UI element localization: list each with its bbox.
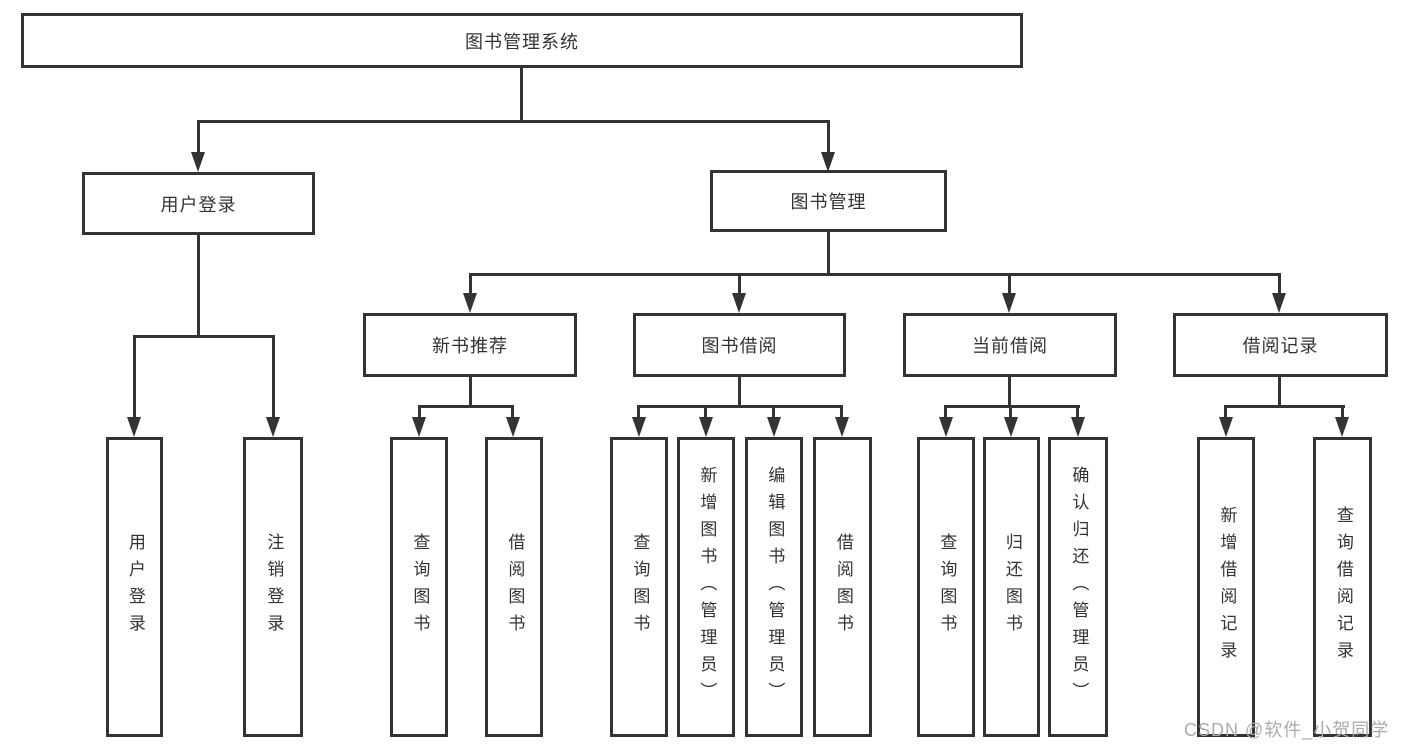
connector-line: [418, 405, 514, 408]
leaf-query-borrow-record: 查询借阅记录: [1313, 437, 1372, 737]
leaf-label: 编辑图书（管理员）: [765, 465, 785, 709]
connector-line: [704, 405, 707, 419]
connector-line: [1341, 405, 1344, 419]
connector-line: [738, 377, 741, 406]
connector-line: [1278, 377, 1281, 406]
leaf-return-books: 归还图书: [983, 437, 1040, 737]
node-label: 新书推荐: [432, 336, 508, 356]
arrowhead-down-icon: [412, 417, 426, 437]
leaf-confirm-return-admin: 确认归还（管理员）: [1048, 437, 1108, 737]
node-current-borrowing: 当前借阅: [903, 313, 1117, 377]
arrowhead-down-icon: [1004, 417, 1018, 437]
leaf-add-borrow-record: 新增借阅记录: [1197, 437, 1255, 737]
connector-line: [469, 377, 472, 406]
connector-line: [827, 120, 830, 154]
connector-line: [133, 335, 275, 338]
leaf-borrow-books-borrowing: 借阅图书: [813, 437, 872, 737]
node-label: 图书借阅: [701, 336, 778, 356]
leaf-label: 新增图书（管理员）: [697, 465, 717, 709]
leaf-label: 查询图书: [630, 533, 650, 641]
leaf-label: 借阅图书: [833, 533, 853, 641]
arrowhead-down-icon: [1002, 293, 1016, 313]
leaf-label: 注销登录: [264, 533, 284, 641]
arrowhead-down-icon: [463, 293, 477, 313]
node-label: 图书管理: [790, 192, 867, 212]
leaf-query-books-current: 查询图书: [917, 437, 975, 737]
connector-line: [1008, 377, 1011, 406]
connector-line: [418, 405, 421, 419]
connector-line: [944, 405, 1080, 408]
connector-line: [197, 235, 200, 335]
leaf-label: 新增借阅记录: [1217, 506, 1237, 668]
node-label: 当前借阅: [972, 336, 1048, 356]
connector-line: [944, 405, 947, 419]
arrowhead-down-icon: [1335, 417, 1349, 437]
connector-line: [637, 405, 640, 419]
leaf-user-login: 用户登录: [106, 437, 163, 737]
node-new-book-recommendation: 新书推荐: [363, 313, 577, 377]
connector-line: [1009, 405, 1012, 419]
leaf-borrow-books-recommend: 借阅图书: [485, 437, 543, 737]
leaf-label: 用户登录: [125, 533, 145, 641]
connector-line: [1224, 405, 1345, 408]
connector-line: [1224, 405, 1227, 419]
connector-line: [738, 273, 741, 295]
arrowhead-down-icon: [732, 293, 746, 313]
arrowhead-down-icon: [632, 417, 646, 437]
leaf-label: 查询图书: [410, 533, 430, 641]
leaf-edit-book-admin: 编辑图书（管理员）: [745, 437, 803, 737]
leaf-label: 确认归还（管理员）: [1069, 465, 1089, 709]
leaf-label: 查询图书: [937, 533, 957, 641]
arrowhead-down-icon: [939, 417, 953, 437]
arrowhead-down-icon: [1272, 293, 1286, 313]
arrowhead-down-icon: [699, 417, 713, 437]
connector-line: [1278, 273, 1281, 295]
leaf-label: 借阅图书: [505, 533, 525, 641]
leaf-label: 归还图书: [1002, 533, 1022, 641]
arrowhead-down-icon: [191, 152, 205, 172]
connector-line: [272, 335, 275, 419]
connector-line: [469, 273, 472, 295]
connector-line: [197, 120, 830, 123]
connector-line: [469, 273, 1281, 276]
arrowhead-down-icon: [821, 152, 835, 172]
connector-line: [840, 405, 843, 419]
arrowhead-down-icon: [1071, 417, 1085, 437]
leaf-add-book-admin: 新增图书（管理员）: [677, 437, 735, 737]
node-label: 借阅记录: [1242, 336, 1319, 356]
leaf-query-books-recommend: 查询图书: [390, 437, 448, 737]
arrowhead-down-icon: [266, 417, 280, 437]
node-label: 图书管理系统: [465, 31, 579, 52]
node-label: 用户登录: [160, 194, 237, 215]
node-borrowing-records: 借阅记录: [1173, 313, 1388, 377]
leaf-logout: 注销登录: [243, 437, 303, 737]
node-user-login: 用户登录: [82, 172, 315, 235]
node-book-management: 图书管理: [710, 170, 947, 232]
arrowhead-down-icon: [127, 417, 141, 437]
arrowhead-down-icon: [1219, 417, 1233, 437]
connector-line: [511, 405, 514, 419]
connector-line: [1076, 405, 1079, 419]
node-book-borrowing: 图书借阅: [633, 313, 846, 377]
leaf-query-books-borrowing: 查询图书: [610, 437, 668, 737]
connector-line: [133, 335, 136, 419]
connector-line: [1008, 273, 1011, 295]
connector-line: [197, 120, 200, 154]
connector-line: [827, 232, 830, 273]
arrowhead-down-icon: [835, 417, 849, 437]
connector-line: [772, 405, 775, 419]
leaf-label: 查询借阅记录: [1333, 506, 1353, 668]
watermark: CSDN @软件_小贺同学: [1184, 720, 1390, 740]
arrowhead-down-icon: [506, 417, 520, 437]
node-book-management-system: 图书管理系统: [21, 13, 1023, 68]
connector-line: [520, 68, 523, 120]
arrowhead-down-icon: [767, 417, 781, 437]
connector-line: [638, 405, 843, 408]
